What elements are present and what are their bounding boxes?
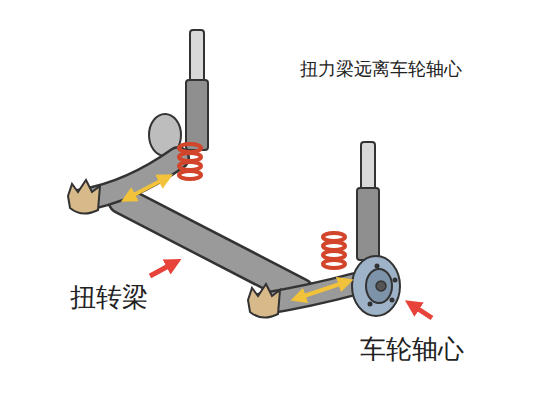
distance-arrow xyxy=(128,178,166,198)
part-label: 车轮轴心 xyxy=(360,334,464,365)
shock-absorber xyxy=(186,30,208,150)
shock-absorber xyxy=(357,142,379,260)
coil-spring xyxy=(179,144,201,179)
distance-arrow xyxy=(298,282,346,298)
part-label: 扭转梁 xyxy=(70,282,148,313)
pointer-arrow xyxy=(150,263,174,276)
wheel-hub xyxy=(352,256,400,316)
mount-bracket xyxy=(68,180,280,318)
pointer-arrow xyxy=(412,305,432,318)
coil-spring xyxy=(323,233,345,268)
heading-note: 扭力梁远离车轮轴心 xyxy=(300,58,462,80)
torsion-beam xyxy=(122,200,300,292)
